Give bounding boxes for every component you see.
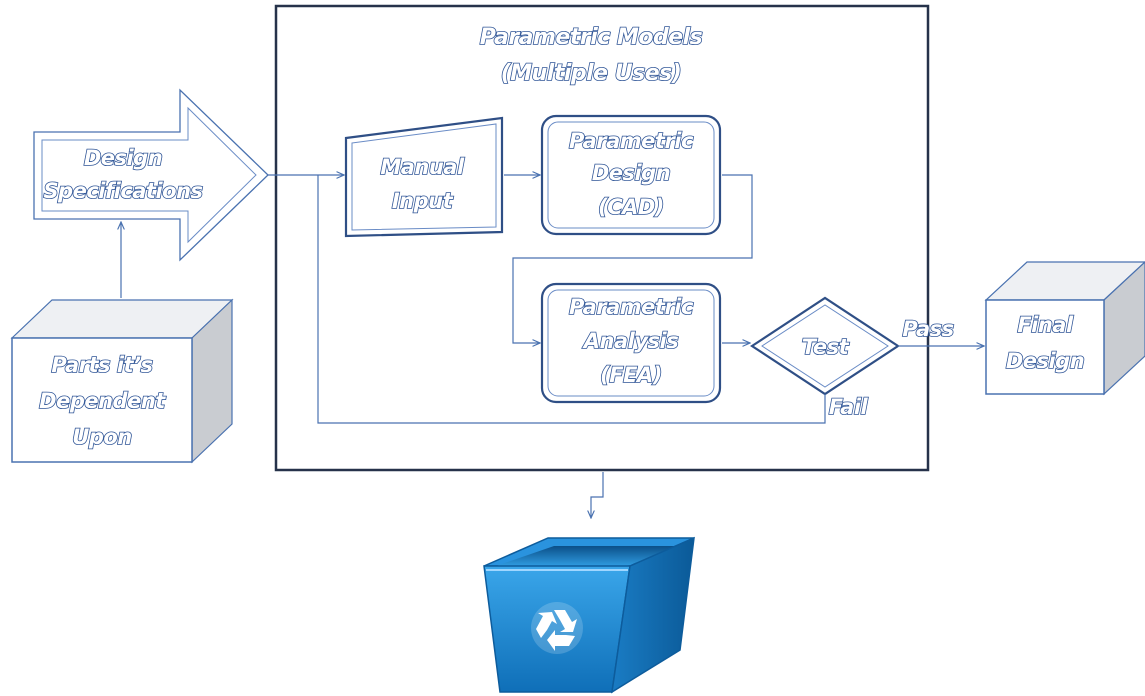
final-design-label-line2: Design <box>1006 349 1084 373</box>
design-specifications-arrow: Design Specifications <box>33 88 269 262</box>
parametric-design-label-line1: Parametric <box>569 129 694 153</box>
connector-design-to-analysis <box>512 174 753 343</box>
manual-input-label-line2: Input <box>392 189 454 213</box>
container-title-line1: Parametric Models <box>480 25 703 50</box>
design-specifications-label-line1: Design <box>84 146 162 170</box>
parts-dependent-label-line1: Parts it’s <box>51 353 152 377</box>
parametric-design-label-line3: (CAD) <box>598 195 664 219</box>
final-design-label-line1: Final <box>1017 313 1074 337</box>
parametric-design-label-line2: Design <box>592 161 670 185</box>
recycle-symbol-icon <box>531 602 583 654</box>
manual-input-box: Manual Input <box>344 116 504 238</box>
test-decision-diamond: Test <box>749 296 901 396</box>
design-specifications-label-line2: Specifications <box>43 179 202 203</box>
fail-label: Fail <box>829 395 869 419</box>
parametric-analysis-label-line1: Parametric <box>569 295 694 319</box>
parts-dependent-label-line2: Dependent <box>39 389 166 413</box>
pass-label: Pass <box>902 317 953 341</box>
parametric-analysis-label-line3: (FEA) <box>600 363 662 387</box>
manual-input-label-line1: Manual <box>380 155 465 179</box>
container-title-line2: (Multiple Uses) <box>501 61 682 86</box>
parts-dependent-upon-cube: Parts it’s Dependent Upon <box>10 298 234 464</box>
recycle-bin-icon <box>483 536 695 694</box>
parametric-design-box: Parametric Design (CAD) <box>540 114 722 236</box>
parts-dependent-label-line3: Upon <box>72 425 131 449</box>
test-label: Test <box>802 335 850 359</box>
parametric-models-frame <box>274 4 930 472</box>
parametric-analysis-box: Parametric Analysis (FEA) <box>540 282 722 404</box>
parametric-analysis-label-line2: Analysis <box>582 329 678 353</box>
final-design-cube: Final Design <box>984 261 1145 396</box>
connector-frame-to-bin <box>591 472 604 518</box>
connector-test-fail-loop <box>317 175 826 424</box>
